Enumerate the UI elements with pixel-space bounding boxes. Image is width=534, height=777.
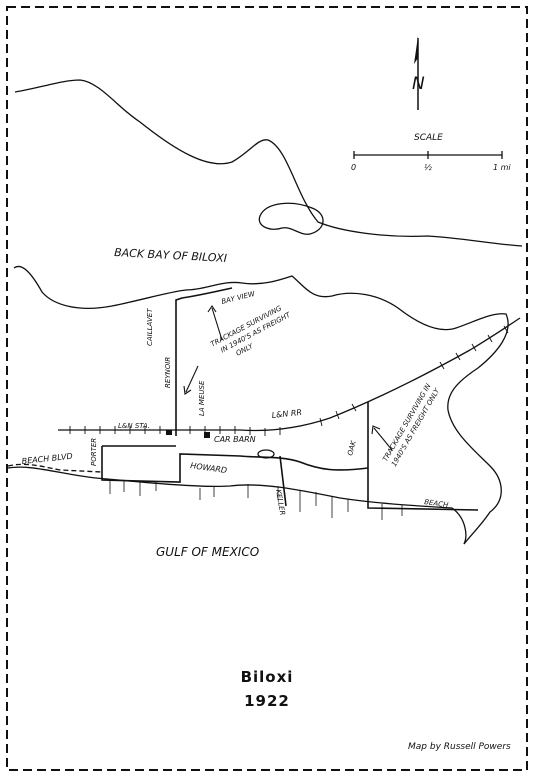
reynoir-label: REYNOIR xyxy=(164,357,172,388)
streetcar-lines xyxy=(7,287,479,511)
scale-bar xyxy=(353,151,503,159)
map-title-city: Biloxi xyxy=(240,668,294,686)
bay-island xyxy=(258,202,324,235)
north-arrow-icon xyxy=(414,36,419,110)
scale-mid: ½ xyxy=(424,163,432,172)
scale-start: 0 xyxy=(351,163,356,172)
peninsula-shoreline xyxy=(13,265,509,545)
west-trackage-note: TRACKAGE SURVIVING IN 1940'S AS FREIGHT … xyxy=(209,304,292,358)
beach-label: BEACH xyxy=(424,498,450,509)
ln-railroad xyxy=(58,317,521,436)
scale-label: SCALE xyxy=(414,133,443,143)
caillavet-label: CAILLAVET xyxy=(146,308,154,346)
east-note-line-1: TRACKAGE SURVIVING IN xyxy=(381,382,433,463)
map-credit: Map by Russell Powers xyxy=(408,742,511,752)
back-bay-label: BACK BAY OF BILOXI xyxy=(114,246,227,265)
beach-blvd-label: BEACH BLVD xyxy=(21,452,73,466)
ln-station-marker xyxy=(166,430,172,435)
map-title-year: 1922 xyxy=(244,692,290,710)
bay-view-label: BAY VIEW xyxy=(221,290,257,306)
east-trackage-note: TRACKAGE SURVIVING IN 1940'S AS FREIGHT … xyxy=(381,382,441,468)
oak-label: OAK xyxy=(346,439,358,457)
gulf-piers xyxy=(109,479,403,520)
map-border xyxy=(6,6,528,771)
car-barn-marker xyxy=(204,432,210,438)
porter-label: PORTER xyxy=(90,438,98,466)
car-barn-label: CAR BARN xyxy=(214,435,256,444)
ln-rr-label: L&N RR xyxy=(271,408,302,420)
ln-station-label: L&N STA. xyxy=(118,422,150,430)
scale-end: 1 mi xyxy=(493,163,511,172)
howard-label: HOWARD xyxy=(190,461,228,475)
north-shoreline xyxy=(14,79,523,247)
la-meuse-label: LA MEUSE xyxy=(198,380,206,416)
turnout-marker xyxy=(257,449,275,459)
annotation-arrows xyxy=(183,305,393,451)
north-label: N xyxy=(412,74,425,94)
gulf-label: GULF OF MEXICO xyxy=(156,545,259,559)
gulf-shoreline xyxy=(7,466,467,545)
